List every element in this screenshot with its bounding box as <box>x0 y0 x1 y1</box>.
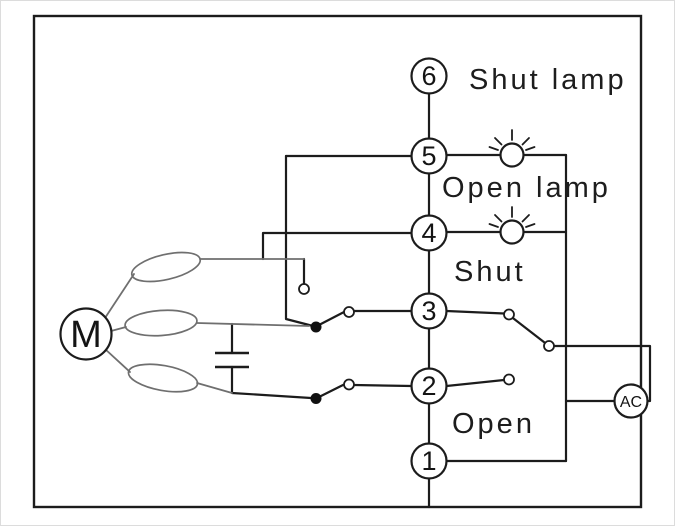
terminal-4: 4 <box>410 214 448 252</box>
wire-segment <box>196 382 233 394</box>
wire-segment <box>445 309 506 315</box>
ac-power-source: AC <box>613 383 649 419</box>
motor-symbol: M <box>59 307 113 361</box>
motor-winding-coil <box>124 309 198 337</box>
open-label: Open <box>452 408 535 440</box>
shut-label: Shut <box>454 256 526 288</box>
switch-contact <box>298 283 310 295</box>
limit-switch-lower <box>310 378 355 404</box>
terminal-2: 2 <box>410 367 448 405</box>
lamp-bulb <box>499 142 525 168</box>
selector-switch <box>503 308 555 386</box>
terminal-circle <box>410 442 448 480</box>
motor-winding-coil <box>127 363 199 393</box>
terminal-6: 6 <box>410 57 448 95</box>
lamp-ray <box>494 137 503 146</box>
wire-segment <box>196 322 310 327</box>
terminal-5: 5 <box>410 137 448 175</box>
motor-windings <box>124 251 202 393</box>
ac-circle <box>613 383 649 419</box>
terminal-number: 3 <box>421 296 436 326</box>
wire-segment <box>230 365 313 400</box>
switch-common-dot <box>310 393 322 404</box>
winding-leads <box>104 258 310 394</box>
motor-winding-coil <box>130 251 202 283</box>
switch-arm <box>512 317 546 344</box>
limit-switch-upper <box>298 283 355 333</box>
motor-letter: M <box>70 314 102 356</box>
switch-contact <box>343 306 355 318</box>
wire-segment <box>352 383 413 388</box>
terminal-number: 1 <box>421 446 436 476</box>
enclosure-border <box>32 14 643 509</box>
open-lamp-icon <box>488 129 536 168</box>
lamp-ray <box>525 223 536 228</box>
terminal-circle <box>410 137 448 175</box>
wire-segment <box>110 326 127 332</box>
terminal-circle <box>410 367 448 405</box>
terminal-circle <box>410 292 448 330</box>
switch-contact <box>503 373 515 386</box>
switch-contact <box>343 378 355 391</box>
terminal-circle <box>410 57 448 95</box>
wire-segment <box>104 348 131 373</box>
terminal-circle <box>410 214 448 252</box>
ac-label: AC <box>620 394 642 411</box>
terminal-1: 1 <box>410 442 448 480</box>
lamp-bulb <box>499 219 525 245</box>
terminal-number: 2 <box>421 371 436 401</box>
open-lamp-label: Open lamp <box>442 172 611 204</box>
lamp-ray <box>521 214 530 223</box>
shut-lamp-label: Shut lamp <box>469 64 627 96</box>
capacitor-symbol <box>215 351 249 369</box>
lamp-ray <box>488 223 499 228</box>
switch-pivot <box>543 340 555 352</box>
switch-contact <box>503 308 515 321</box>
lamp-ray <box>494 214 503 223</box>
switch-arm <box>315 382 347 400</box>
terminal-number: 5 <box>421 141 436 171</box>
switch-arm <box>315 310 347 328</box>
text-labels: Shut lamp Open lamp Shut Open <box>442 64 627 440</box>
lamp-ray <box>525 146 536 151</box>
wire-segment <box>104 273 135 319</box>
lamp-ray <box>488 146 499 151</box>
terminal-number: 4 <box>421 218 436 248</box>
switch-common-dot <box>310 321 322 333</box>
wire-segment <box>284 154 315 328</box>
shut-lamp-icon <box>488 206 536 245</box>
terminal-3: 3 <box>410 292 448 330</box>
wire-segment <box>261 231 413 261</box>
lamp-ray <box>521 137 530 146</box>
wire-segment <box>445 378 506 388</box>
terminal-number: 6 <box>421 61 436 91</box>
wire-segment <box>552 344 652 403</box>
wiring <box>230 153 652 463</box>
motor-circle <box>59 307 113 361</box>
